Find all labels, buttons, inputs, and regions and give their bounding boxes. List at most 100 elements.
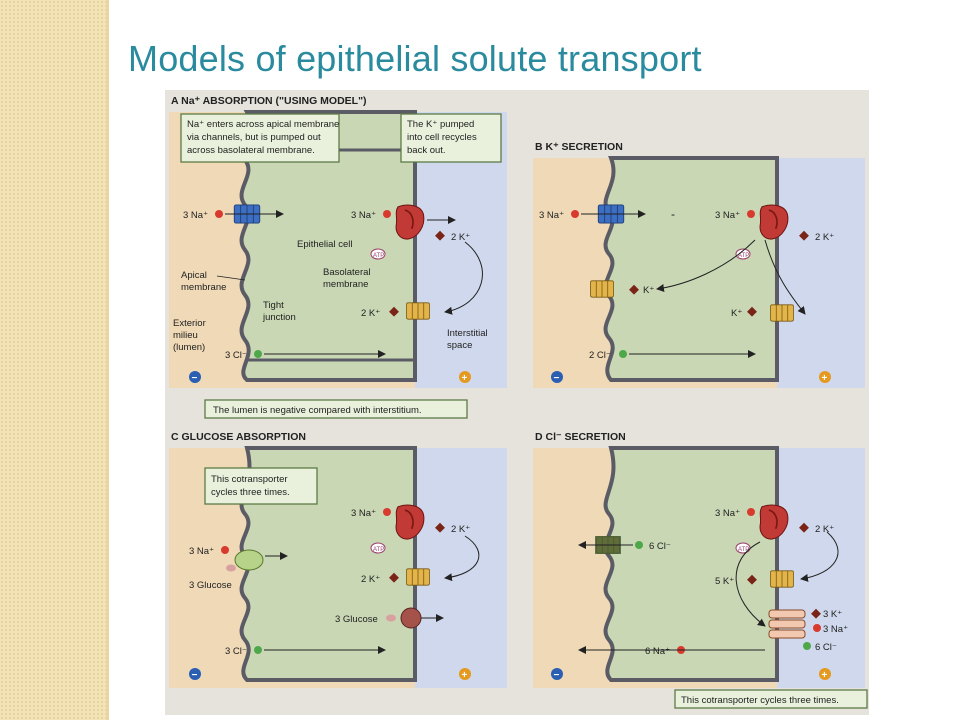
panel-a-basolateral-label-1: Basolateral <box>323 267 371 278</box>
textbook-figure: A Na⁺ ABSORPTION ("USING MODEL") Na⁺ ent… <box>165 90 869 715</box>
panel-d-loop-arrow <box>735 541 766 627</box>
panel-d-minus: − <box>554 670 560 681</box>
panel-d-cl-cotrans-dot <box>803 642 811 650</box>
panel-a-exterior-label-1: Exterior <box>173 318 206 329</box>
panel-a-na-callout-line-2: via channels, but is pumped out <box>187 132 321 143</box>
panel-c-na-dot <box>221 546 229 554</box>
panel-a-k-callout <box>400 113 502 163</box>
panel-a-na-callout-line-3: across basolateral membrane. <box>187 145 315 156</box>
panel-a-na-pump-dot <box>383 210 391 218</box>
panel-a-na-dot <box>215 210 223 218</box>
panel-c-recycle-arrow <box>444 535 480 582</box>
panel-c-plus: + <box>462 670 468 681</box>
panel-c-glucose-dot <box>226 564 236 572</box>
panel-a-lumen-note: The lumen is negative compared with inte… <box>213 405 422 416</box>
panel-b-k-baso-arrow <box>764 239 806 315</box>
panel-a-na-callout-line-1: Na⁺ enters across apical membrane <box>187 119 339 130</box>
panel-c-na-pump: 3 Na⁺ <box>351 508 376 519</box>
panel-a-apical-pointer <box>216 275 246 281</box>
panel-c-k-channel-icon <box>406 568 430 586</box>
panel-c-k-channel: 2 K⁺ <box>361 574 380 585</box>
panel-a-k-diamond <box>435 230 445 241</box>
panel-c-interstitium <box>415 448 507 688</box>
panel-b-heading: B K⁺ SECRETION <box>535 141 623 153</box>
panel-a: A Na⁺ ABSORPTION ("USING MODEL") Na⁺ ent… <box>169 95 507 419</box>
panel-b: B K⁺ SECRETION 3 Na⁺ - 3 Na⁺ 2 K⁺ ATP K⁺… <box>533 141 865 388</box>
stripe-edge <box>106 0 109 720</box>
panel-b-na-pump: 3 Na⁺ <box>715 210 740 221</box>
panel-b-minus: − <box>554 373 560 384</box>
panel-a-cl-para: 3 Cl⁻ <box>225 350 247 361</box>
panel-d-recycle-arrow <box>800 531 839 582</box>
panel-c-callout-line-2: cycles three times. <box>211 487 290 498</box>
panel-b-atp-icon <box>735 248 751 260</box>
panel-b-k-apical: K⁺ <box>643 285 654 296</box>
panel-a-interstitial-label-1: Interstitial <box>447 328 488 339</box>
panel-a-recycle-arrow <box>444 241 483 315</box>
panel-a-exterior-label-2: milieu <box>173 330 198 341</box>
panel-c-atp: ATP <box>373 547 384 553</box>
panel-c-heading: C GLUCOSE ABSORPTION <box>171 431 306 443</box>
panel-c-glucose-transporter-icon <box>400 607 422 629</box>
panel-b-k-to-apical-arrow <box>656 239 756 292</box>
panel-b-k-apical-diamond <box>629 284 639 295</box>
panel-b-plus-icon <box>819 371 831 383</box>
panel-a-k-channel-icon <box>406 302 430 320</box>
panel-d-na-cotrans-dot <box>813 624 821 632</box>
panel-d-k-pump: 2 K⁺ <box>815 524 834 535</box>
panel-c-callout <box>204 467 318 505</box>
decorative-side-stripe <box>0 0 106 720</box>
panel-d-interstitium <box>777 448 865 688</box>
panel-b-epithelial-cell <box>603 156 779 382</box>
panel-b-minus-icon <box>551 371 563 383</box>
panel-b-cl-dot <box>619 350 627 358</box>
panel-d-minus-icon <box>551 668 563 680</box>
panel-c-atp-icon <box>370 542 386 554</box>
panel-c-cl-para: 3 Cl⁻ <box>225 646 247 657</box>
panel-a-basolateral-label-2: membrane <box>323 279 368 290</box>
panel-b-apical-k-channel-icon <box>590 280 614 298</box>
panel-d-callout-text: This cotransporter cycles three times. <box>681 695 839 706</box>
panel-a-na-left: 3 Na⁺ <box>183 210 208 221</box>
panel-a-plus: + <box>462 373 468 384</box>
panel-d-cl-apical: 6 Cl⁻ <box>649 541 671 552</box>
panel-d-k-diamond <box>799 522 809 533</box>
panel-a-interstitial-label-2: space <box>447 340 472 351</box>
panel-c-plus-icon <box>459 668 471 680</box>
panel-a-na-pump: 3 Na⁺ <box>351 210 376 221</box>
panel-a-apical-label-2: membrane <box>181 282 226 293</box>
panel-a-tight-junction-label-1: Tight <box>263 300 284 311</box>
panel-b-cl-para: 2 Cl⁻ <box>589 350 611 361</box>
panel-d-cotransporter-icon <box>768 609 806 639</box>
panel-d-k-cotrans: 3 K⁺ <box>823 609 842 620</box>
panel-d: D Cl⁻ SECRETION 6 Cl⁻ 3 Na⁺ 2 K⁺ ATP 5 K… <box>533 431 868 709</box>
panel-b-baso-k-channel-icon <box>770 304 794 322</box>
panel-c-callout-line-1: This cotransporter <box>211 474 288 485</box>
panel-c-glucose-baso-dot <box>386 614 396 622</box>
panel-b-k-baso: K⁺ <box>731 308 742 319</box>
panel-c-epithelial-cell <box>239 446 417 682</box>
panel-a-k-diamond-2 <box>389 306 399 317</box>
panel-b-dash: - <box>671 207 675 221</box>
panel-b-interstitium <box>777 158 865 388</box>
panel-a-atp-icon <box>370 248 386 260</box>
panel-b-k-diamond <box>799 230 809 241</box>
panel-a-k-callout-line-1: The K⁺ pumped <box>407 119 474 130</box>
panel-a-plus-icon <box>459 371 471 383</box>
panel-a-exterior-label-3: (lumen) <box>173 342 205 353</box>
panel-c-na-left: 3 Na⁺ <box>189 546 214 557</box>
panel-a-minus: − <box>192 373 198 384</box>
panel-d-k-diamond-2 <box>747 574 757 585</box>
panel-a-k-callout-line-3: back out. <box>407 145 446 156</box>
panel-b-k-pump: 2 K⁺ <box>815 232 834 243</box>
panel-d-k-cotrans-diamond <box>811 608 821 619</box>
panel-c-minus: − <box>192 670 198 681</box>
panel-d-na-para: 6 Na⁺ <box>645 646 670 657</box>
panel-c-na-pump-dot <box>383 508 391 516</box>
panel-d-callout <box>674 689 868 709</box>
panel-d-na-cotrans: 3 Na⁺ <box>823 624 848 635</box>
panel-d-k-channel-icon <box>770 570 794 588</box>
panel-a-k-channel: 2 K⁺ <box>361 308 380 319</box>
panel-a-tight-junction-label-2: junction <box>262 312 296 323</box>
panel-b-na-pump-dot <box>747 210 755 218</box>
